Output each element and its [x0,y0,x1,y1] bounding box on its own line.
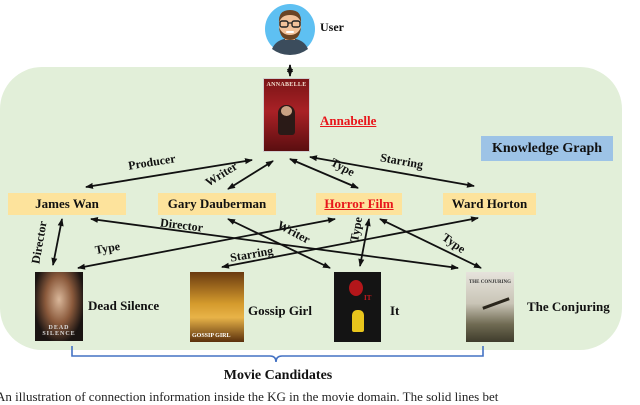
annabelle-label: Annabelle [320,113,377,128]
dead-silence-poster: DEAD SILENCE [35,272,83,341]
conjuring-poster-title: THE CONJURING [468,280,512,285]
candidates-bracket [71,346,484,363]
annabelle-poster-title: ANNABELLE [266,82,307,88]
entity-horror-film: Horror Film [316,193,402,215]
gossip-girl-poster-title: GOSSIP GIRL [192,333,231,339]
doll-face [281,106,292,116]
knowledge-graph-title: Knowledge Graph [481,136,613,161]
it-poster: IT [334,272,381,342]
tree-branch [482,297,510,310]
entity-james-wan: James Wan [8,193,126,215]
entity-label: Horror Film [324,196,394,211]
knowledge-graph-title-text: Knowledge Graph [491,140,603,156]
movie-label-gossip-girl: Gossip Girl [248,303,312,318]
annabelle-poster: ANNABELLE [263,78,310,152]
entity-label: Gary Dauberman [167,196,267,211]
user-avatar-icon [265,4,315,55]
user-avatar [264,3,316,55]
edge-starring-annabelle [309,155,475,188]
entity-ward-horton: Ward Horton [443,193,536,215]
user-label: User [320,20,344,34]
movie-label-it: It [390,303,400,318]
movie-label-the-conjuring: The Conjuring [527,299,610,314]
red-balloon [349,280,363,296]
edge-type-conjuring [379,218,482,269]
edge-director-conjuring [90,216,459,271]
it-poster-title: IT [364,294,372,302]
gossip-girl-poster: GOSSIP GIRL [190,272,244,342]
edge-producer [85,158,253,189]
yellow-raincoat-figure [352,310,364,332]
dead-silence-poster-title: DEAD SILENCE [42,325,76,337]
edge-director-deadsilence [51,218,64,266]
entity-gary-dauberman: Gary Dauberman [158,193,276,215]
movie-label-dead-silence: Dead Silence [88,298,160,313]
edge-type-it [358,218,371,267]
the-conjuring-poster: THE CONJURING [466,272,514,342]
entity-label: Ward Horton [451,196,528,211]
movie-candidates-label: Movie Candidates [223,368,333,383]
edge-writer-annabelle [227,160,274,190]
figure-caption: An illustration of connection informatio… [0,389,499,404]
entity-label: James Wan [35,196,99,211]
